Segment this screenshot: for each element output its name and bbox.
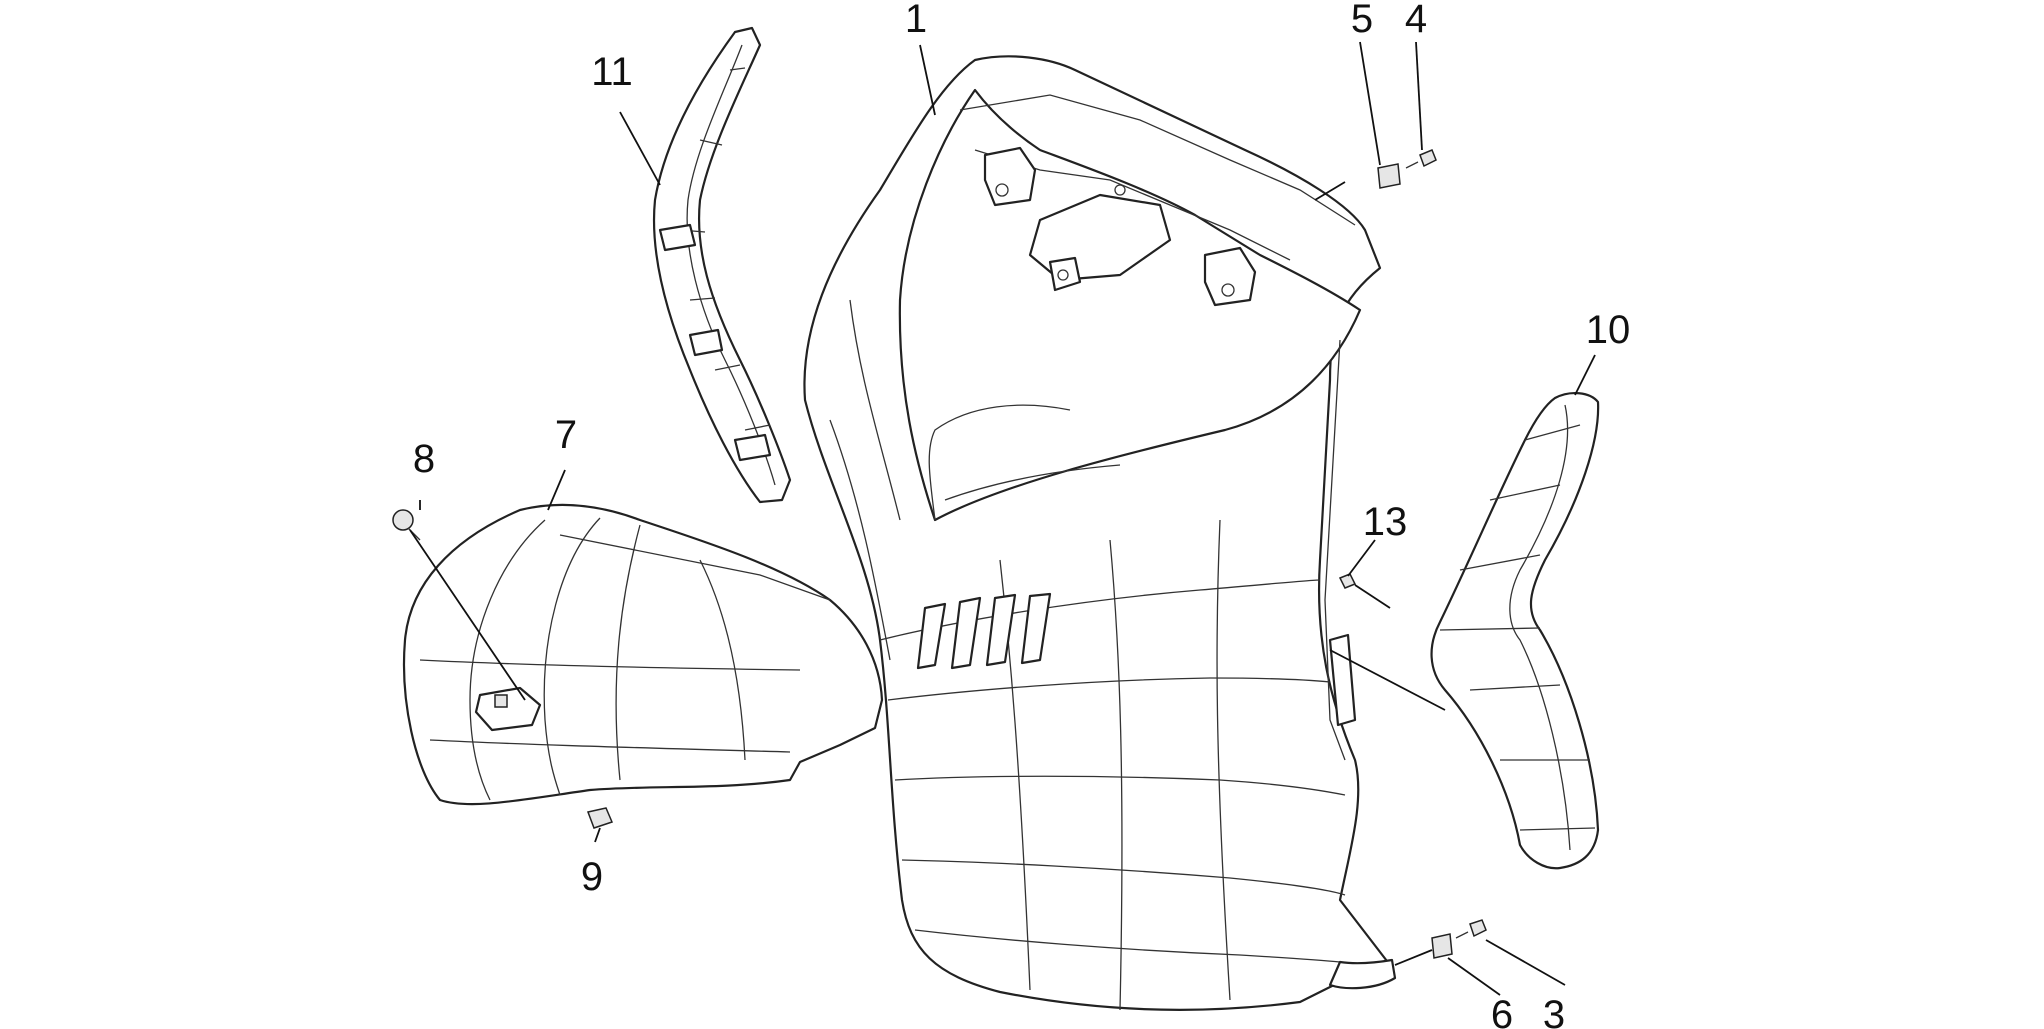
callout-8: 8 [413, 437, 435, 481]
callout-5: 5 [1351, 0, 1373, 41]
callout-6: 6 [1491, 993, 1513, 1029]
leader-lines [409, 41, 1596, 996]
callout-labels: 1 3 4 5 6 7 8 9 10 11 13 [413, 0, 1630, 1029]
part-11-left-trim-strip [652, 26, 792, 504]
screw-4 [1419, 149, 1437, 168]
part-10-right-trim-strip [1430, 392, 1600, 870]
callout-7: 7 [555, 413, 577, 457]
part-7-left-lower-cover [402, 503, 884, 806]
hardware-parts [392, 149, 1487, 959]
callout-4: 4 [1405, 0, 1427, 41]
part-1-front-shield [803, 55, 1397, 1011]
clip-5 [1377, 163, 1401, 189]
screw-3 [1469, 919, 1487, 938]
callout-11: 11 [591, 50, 633, 94]
callout-3: 3 [1543, 993, 1565, 1029]
screw-8 [392, 509, 414, 531]
callout-13: 13 [1363, 500, 1408, 544]
callout-9: 9 [581, 855, 603, 899]
callout-1: 1 [905, 0, 927, 41]
screw-13 [1338, 573, 1357, 589]
callout-10: 10 [1586, 308, 1631, 352]
nut-9 [586, 807, 614, 829]
clip-6 [1431, 933, 1453, 959]
vent-slots [916, 592, 1052, 670]
